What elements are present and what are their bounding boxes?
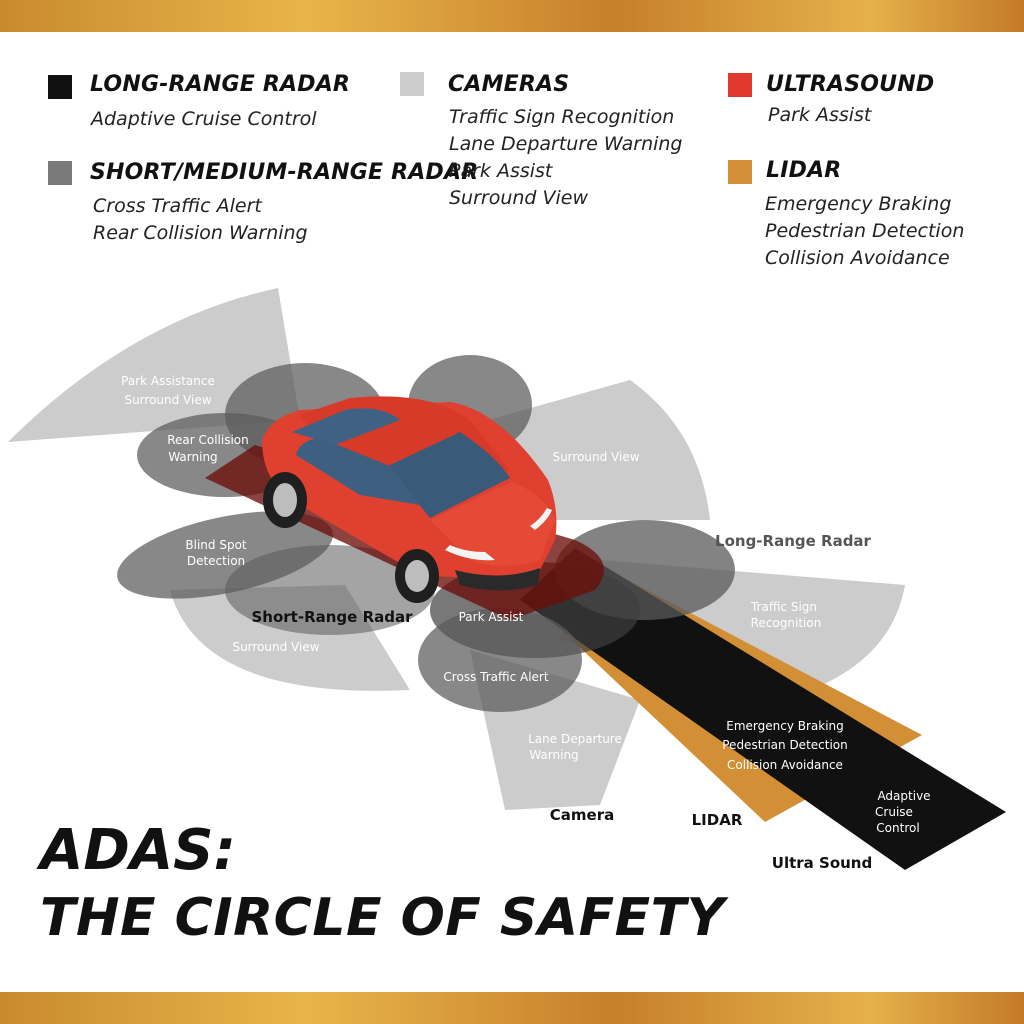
label-park-assistance: Park Assistance — [121, 374, 215, 388]
legend-item: Park Assist — [768, 104, 872, 126]
short-medium-range-radar-swatch — [48, 161, 72, 185]
headlight-icon — [445, 545, 495, 561]
legend-item: Collision Avoidance — [765, 247, 950, 269]
label-camera: Camera — [550, 806, 614, 824]
label-park-assist: Park Assist — [459, 610, 524, 624]
label-cruise: Cruise — [875, 805, 913, 819]
legend-item: Emergency Braking — [765, 193, 952, 215]
label-short-range-radar: Short-Range Radar — [252, 608, 414, 626]
label-emergency-braking: Emergency Braking — [726, 719, 844, 733]
label-adaptive: Adaptive — [877, 789, 930, 803]
car-side-window — [296, 438, 420, 505]
label-collision-avoidance: Collision Avoidance — [727, 758, 843, 772]
legend-title-short-medium-range-radar: SHORT/MEDIUM-RANGE RADAR — [90, 160, 479, 185]
page-title-line-2: THE CIRCLE OF SAFETY — [40, 888, 725, 948]
label-lane-departure: Lane Departure — [528, 732, 622, 746]
top-gold-band — [0, 0, 1024, 32]
cameras-swatch — [400, 72, 424, 96]
legend-item: Traffic Sign Recognition — [449, 106, 675, 128]
ultrasound-swatch — [728, 73, 752, 97]
label-surround-view-rear: Surround View — [124, 393, 211, 407]
label-surround-view-side: Surround View — [232, 640, 319, 654]
legend-item: Rear Collision Warning — [93, 222, 308, 244]
label-surround-view-front: Surround View — [552, 450, 639, 464]
lidar-swatch — [728, 160, 752, 184]
legend-item: Surround View — [449, 187, 589, 209]
car-rear-window — [292, 408, 400, 445]
long-range-radar-swatch — [48, 75, 72, 99]
wheel-icon — [405, 560, 429, 592]
label-lidar: LIDAR — [692, 811, 743, 829]
page-title-line-1: ADAS: — [40, 818, 236, 883]
radar-zone-front-bottom — [418, 608, 582, 712]
car-hood — [430, 482, 555, 566]
legend-item: Pedestrian Detection — [765, 220, 965, 242]
legend-item: Cross Traffic Alert — [93, 195, 262, 217]
headlight-icon — [530, 508, 552, 530]
car — [262, 396, 557, 603]
car-windshield — [388, 432, 510, 518]
label-blind-spot-detection: Detection — [187, 554, 245, 568]
label-traffic-sign-recognition: Recognition — [751, 616, 822, 630]
legend-title-long-range-radar: LONG-RANGE RADAR — [90, 72, 351, 97]
legend-title-ultrasound: ULTRASOUND — [766, 72, 935, 97]
radar-zone-side — [225, 545, 435, 635]
label-traffic-sign: Traffic Sign — [750, 600, 817, 614]
legend-item: Lane Departure Warning — [449, 133, 683, 155]
legend-item: Adaptive Cruise Control — [91, 108, 317, 130]
label-blind-spot: Blind Spot — [185, 538, 247, 552]
car-bumper — [455, 568, 540, 591]
legend-title-lidar: LIDAR — [766, 158, 842, 183]
label-rear-collision-warning: Warning — [168, 450, 217, 464]
legend-item: Park Assist — [449, 160, 553, 182]
bottom-gold-band — [0, 992, 1024, 1024]
long-range-radar-beam — [520, 548, 1006, 870]
label-lane-departure-warning: Warning — [529, 748, 578, 762]
label-rear-collision: Rear Collision — [167, 433, 249, 447]
label-cross-traffic-alert: Cross Traffic Alert — [443, 670, 548, 684]
label-control: Control — [876, 821, 919, 835]
label-long-range-radar: Long-Range Radar — [715, 532, 872, 550]
legend-title-cameras: CAMERAS — [448, 72, 570, 97]
wheel-icon — [273, 483, 297, 517]
label-pedestrian-detection: Pedestrian Detection — [722, 738, 847, 752]
label-ultra-sound: Ultra Sound — [772, 854, 872, 872]
